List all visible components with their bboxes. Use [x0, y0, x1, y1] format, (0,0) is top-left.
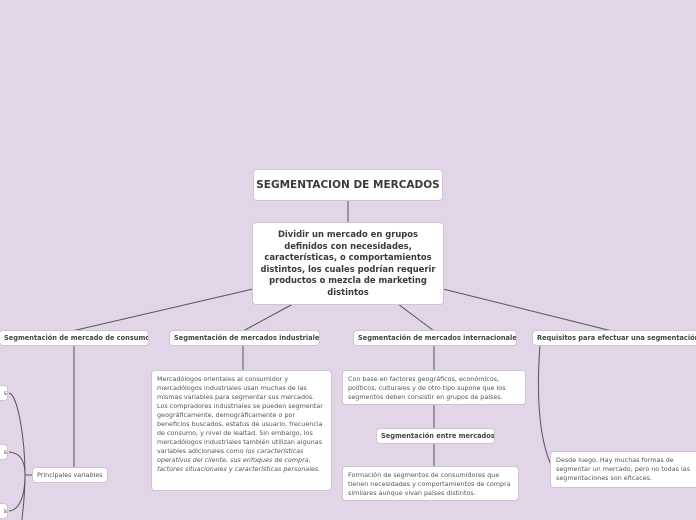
requisitos-description-node[interactable]: Desde luego. Hay muchas formas de segmen…: [551, 452, 696, 487]
branch-consumo[interactable]: Segmentación de mercado de consumo: [0, 331, 148, 345]
entre-mercados-description-node[interactable]: Formación de segmentos de consumidores q…: [343, 467, 518, 500]
consumo-variable-node-1[interactable]: s: [0, 386, 7, 400]
branch-industriales[interactable]: Segmentación de mercados industriales: [170, 331, 319, 345]
principales-variables-node[interactable]: Principales variables: [33, 468, 107, 482]
branch-internacionales[interactable]: Segmentación de mercados internacionales: [354, 331, 516, 345]
branch-requisitos[interactable]: Requisitos para efectuar una segmentació…: [533, 331, 696, 345]
central-definition-text: Dividir un mercado en grupos definidos c…: [260, 229, 436, 297]
industriales-description-text: Mercadólogos orientales al consumidor y …: [157, 375, 323, 455]
internacionales-description-node[interactable]: Con base en factores geográficos, económ…: [343, 371, 525, 404]
consumo-variable-node-3[interactable]: s: [0, 504, 7, 518]
segmentacion-entre-mercados-label: Segmentación entre mercados: [381, 432, 494, 440]
internacionales-description-text: Con base en factores geográficos, económ…: [348, 375, 506, 401]
central-definition-node[interactable]: Dividir un mercado en grupos definidos c…: [253, 223, 443, 304]
root-title: SEGMENTACION DE MERCADOS: [256, 179, 440, 191]
consumo-variable-label-3: s: [3, 507, 7, 515]
consumo-variable-label-1: s: [3, 389, 7, 397]
consumo-variable-node-2[interactable]: s: [0, 445, 7, 459]
industriales-description-italic: los características operativos del clien…: [157, 447, 321, 473]
consumo-variable-label-2: s: [3, 448, 7, 456]
industriales-description-node[interactable]: Mercadólogos orientales al consumidor y …: [152, 371, 331, 490]
branch-industriales-label: Segmentación de mercados industriales: [174, 334, 319, 342]
branch-requisitos-label: Requisitos para efectuar una segmentació…: [537, 334, 696, 342]
entre-mercados-description-text: Formación de segmentos de consumidores q…: [348, 471, 511, 497]
branch-internacionales-label: Segmentación de mercados internacionales: [358, 334, 516, 342]
requisitos-description-text: Desde luego. Hay muchas formas de segmen…: [556, 456, 691, 482]
segmentacion-entre-mercados-node[interactable]: Segmentación entre mercados: [377, 429, 494, 443]
principales-variables-label: Principales variables: [37, 471, 103, 479]
branch-consumo-label: Segmentación de mercado de consumo: [4, 334, 148, 342]
root-topic[interactable]: SEGMENTACION DE MERCADOS: [254, 170, 442, 200]
